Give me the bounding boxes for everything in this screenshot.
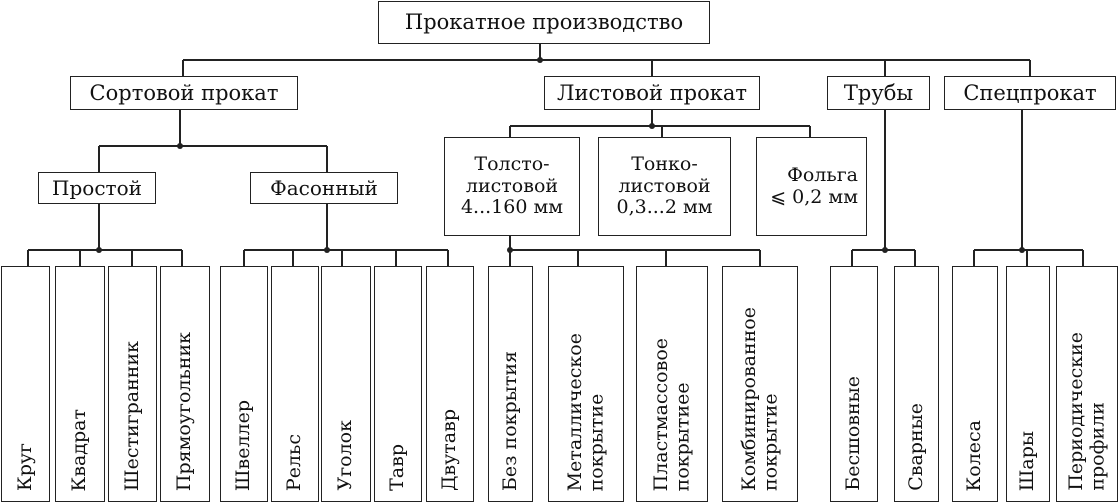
node-shaped: Фасонный: [250, 172, 398, 204]
leaf-rectangle: Прямоугольник: [160, 266, 210, 502]
node-thick-sheet: Толсто- листовой 4...160 мм: [444, 137, 580, 236]
leaf-label: Прямоугольник: [173, 331, 196, 491]
node-simple: Простой: [38, 172, 156, 204]
leaf-seamless: Бесшовные: [830, 266, 878, 502]
node-special-rolling: Спецпрокат: [944, 76, 1116, 110]
leaf-label: Металлическое покрытие: [563, 332, 607, 491]
leaf-label: Колеса: [963, 419, 986, 491]
leaf-tee: Тавр: [374, 266, 422, 502]
leaf-rail: Рельс: [271, 266, 319, 502]
leaf-label: Без покрытия: [498, 350, 521, 491]
leaf-label: Швеллер: [232, 399, 255, 491]
leaf-label: Бесшовные: [842, 376, 865, 491]
leaf-metal-coating: Металлическое покрытие: [548, 266, 624, 502]
leaf-label: Шестигранник: [120, 340, 143, 491]
leaf-label: Комбинированное покрытие: [737, 307, 781, 491]
leaf-periodic-profiles: Периодические профили: [1056, 266, 1118, 502]
leaf-combined-coating: Комбинированное покрытие: [722, 266, 798, 502]
leaf-label: Уголок: [334, 420, 357, 491]
leaf-label: Двутавр: [438, 408, 461, 491]
node-rolling-production: Прокатное производство: [378, 1, 710, 44]
node-sheet-rolling: Листовой прокат: [544, 76, 760, 110]
leaf-channel: Швеллер: [220, 266, 268, 502]
leaf-label: Тавр: [386, 444, 409, 491]
leaf-welded: Сварные: [894, 266, 939, 502]
node-thin-sheet: Тонко- листовой 0,3...2 мм: [598, 137, 731, 236]
leaf-label: Квадрат: [68, 408, 91, 491]
leaf-circle: Круг: [1, 266, 50, 502]
leaf-plastic-coating: Пластмассовое покрытиее: [636, 266, 708, 502]
leaf-label: Пластмассовое покрытиее: [649, 337, 693, 491]
leaf-i-beam: Двутавр: [426, 266, 474, 502]
leaf-wheels: Колеса: [952, 266, 998, 502]
leaf-label: Круг: [13, 442, 36, 491]
node-pipes: Трубы: [827, 76, 930, 110]
leaf-label: Периодические профили: [1064, 332, 1108, 491]
leaf-label: Рельс: [283, 433, 306, 491]
leaf-hexagon: Шестигранник: [108, 266, 157, 502]
leaf-no-coating: Без покрытия: [488, 266, 533, 502]
leaf-balls: Шары: [1006, 266, 1050, 502]
node-section-rolling: Сортовой прокат: [70, 76, 298, 110]
leaf-label: Сварные: [904, 403, 927, 491]
leaf-label: Шары: [1016, 430, 1039, 491]
leaf-square: Квадрат: [55, 266, 105, 502]
node-foil: Фольга ⩽ 0,2 мм: [756, 137, 867, 236]
leaf-angle: Уголок: [321, 266, 371, 502]
